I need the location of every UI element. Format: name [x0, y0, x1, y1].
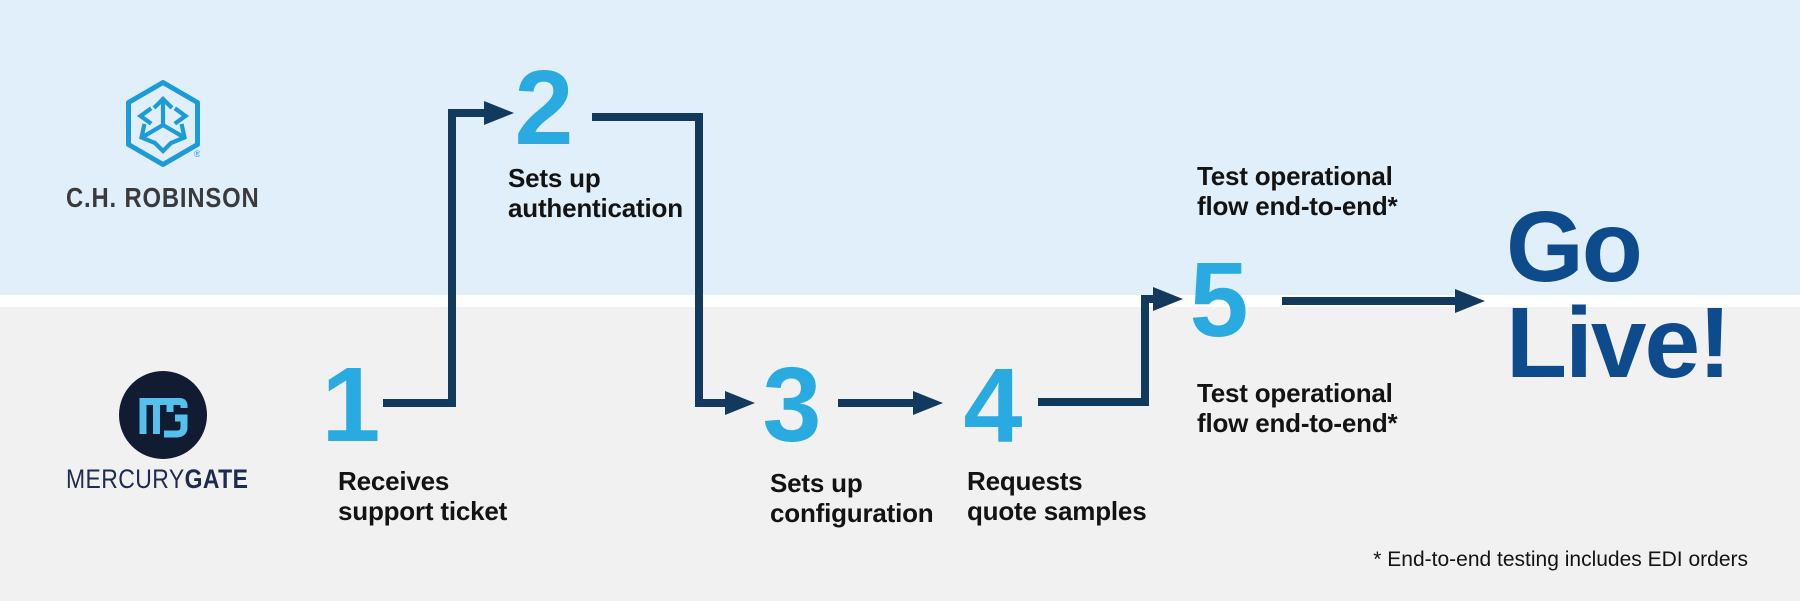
- step-2-label-line2: authentication: [508, 193, 683, 223]
- mercurygate-wordmark-bold: GATE: [184, 464, 249, 494]
- mercurygate-wordmark: MERCURYGATE: [66, 464, 248, 495]
- arrow-2-to-3-segment: [592, 113, 703, 121]
- step-4-label: Requests quote samples: [967, 466, 1147, 526]
- step-4-label-line2: quote samples: [967, 496, 1147, 526]
- arrow-4-to-5-arrowhead-icon: [1153, 287, 1183, 311]
- arrow-2-to-3-arrowhead-icon: [725, 391, 755, 415]
- step-4-label-line1: Requests: [967, 466, 1083, 496]
- lane-mercurygate-band: [0, 307, 1800, 601]
- lane-chrobinson-band: [0, 0, 1800, 295]
- step-3-label-line1: Sets up: [770, 468, 863, 498]
- arrow-3-to-4-arrowhead-icon: [913, 391, 943, 415]
- arrow-5-to-golive-segment: [1282, 297, 1457, 305]
- step-5-label-above: Test operational flow end-to-end*: [1197, 161, 1398, 221]
- step-1-number: 1: [321, 346, 381, 464]
- mercurygate-wordmark-regular: MERCURY: [66, 464, 185, 494]
- footnote: * End-to-end testing includes EDI orders: [1373, 548, 1748, 571]
- arrow-1-to-2-segment: [383, 399, 453, 407]
- arrow-1-to-2-segment: [448, 109, 484, 117]
- step-5-label-above-line2: flow end-to-end*: [1197, 191, 1398, 221]
- arrow-2-to-3-segment: [695, 113, 703, 407]
- step-5-label-below-line2: flow end-to-end*: [1197, 408, 1398, 438]
- step-2-label: Sets up authentication: [508, 163, 683, 223]
- chrobinson-wordmark: C.H. ROBINSON: [66, 182, 260, 213]
- step-2-label-line1: Sets up: [508, 163, 601, 193]
- arrow-1-to-2-segment: [448, 109, 456, 407]
- step-5-label-above-line1: Test operational: [1197, 161, 1393, 191]
- step-3-label-line2: configuration: [770, 498, 934, 528]
- step-3-number: 3: [762, 346, 822, 464]
- step-5-label-below-line1: Test operational: [1197, 378, 1393, 408]
- step-3-label: Sets up configuration: [770, 468, 934, 528]
- step-2-number: 2: [514, 49, 574, 167]
- arrow-1-to-2-arrowhead-icon: [484, 101, 514, 125]
- arrow-4-to-5-segment: [1038, 398, 1149, 406]
- step-1-label-line2: support ticket: [338, 496, 508, 526]
- arrow-4-to-5-segment: [1141, 295, 1149, 406]
- step-4-number: 4: [963, 347, 1023, 465]
- go-live-line2: Live!: [1506, 287, 1731, 399]
- arrow-4-to-5-segment: [1141, 295, 1153, 303]
- arrow-2-to-3-segment: [695, 399, 725, 407]
- mercurygate-monogram-icon: [119, 371, 207, 459]
- chrobinson-hexagon-icon: ®: [126, 80, 200, 167]
- step-5-number: 5: [1189, 241, 1249, 359]
- step-5-label-below: Test operational flow end-to-end*: [1197, 378, 1398, 438]
- arrow-5-to-golive-arrowhead-icon: [1455, 289, 1485, 313]
- arrow-3-to-4-segment: [838, 399, 913, 407]
- go-live-line1: Go: [1506, 191, 1643, 303]
- step-1-label-line1: Receives: [338, 466, 450, 496]
- step-1-label: Receives support ticket: [338, 466, 507, 526]
- go-live-title: Go Live!: [1506, 191, 1731, 399]
- registered-trademark-icon: ®: [194, 149, 200, 159]
